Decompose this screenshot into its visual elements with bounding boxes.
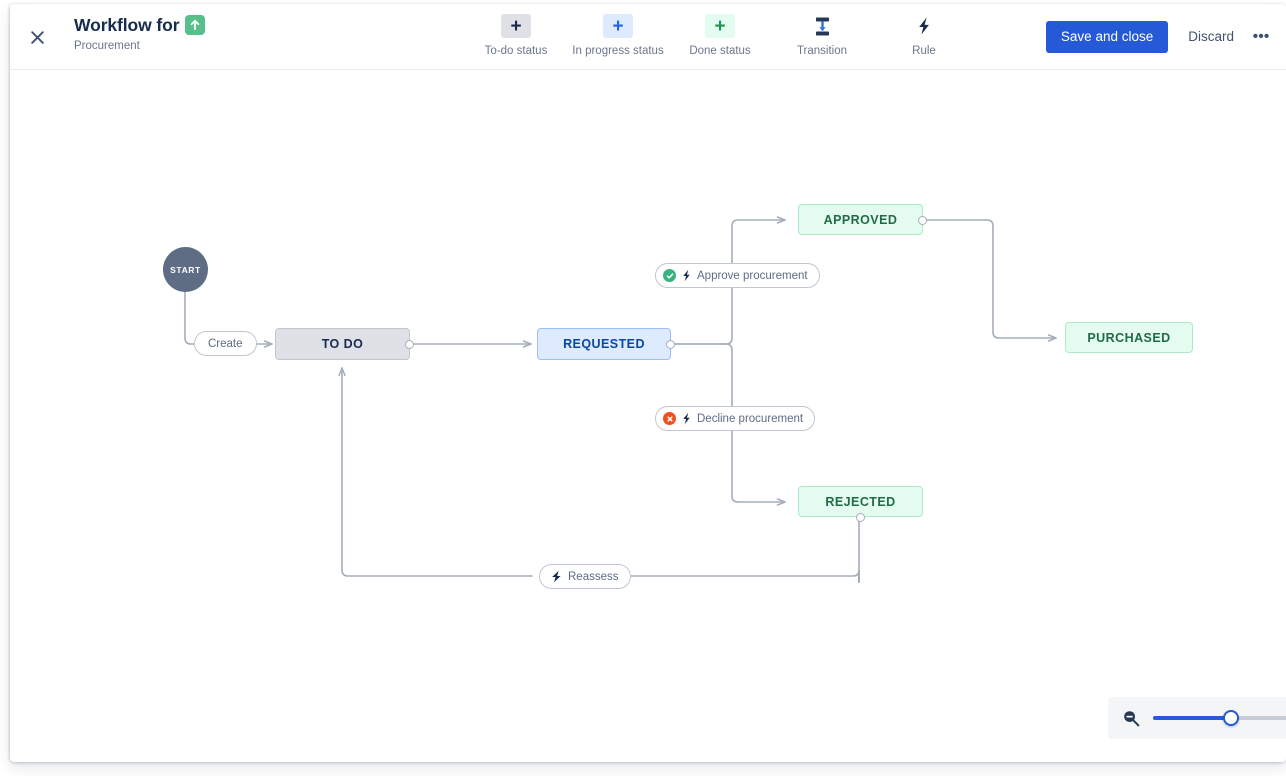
lightning-bolt-icon — [681, 412, 692, 425]
transition-label-reassess[interactable]: Reassess — [539, 564, 631, 589]
edge-start-to-create — [184, 291, 196, 345]
node-port-right[interactable] — [666, 340, 675, 349]
workflow-edges — [184, 216, 1057, 583]
transition-label-text: Approve procurement — [697, 269, 808, 282]
header-actions: Save and close Discard ••• — [1045, 21, 1270, 53]
toolbar-label: Transition — [796, 45, 848, 57]
plus-glyph: + — [612, 15, 624, 37]
toolbar-label: To-do status — [484, 45, 548, 57]
status-success-icon — [663, 269, 676, 282]
node-label: REJECTED — [825, 494, 896, 509]
transition-label-text: Create — [208, 337, 243, 350]
node-port-right[interactable] — [405, 340, 414, 349]
toolbar-label: In progress status — [572, 45, 664, 57]
node-label: REQUESTED — [563, 337, 645, 351]
more-options-icon[interactable]: ••• — [1252, 28, 1270, 45]
zoom-slider[interactable] — [1153, 710, 1286, 726]
node-rejected[interactable]: REJECTED — [798, 486, 923, 522]
edge-reassess-to-todo — [338, 367, 533, 577]
node-label: APPROVED — [823, 212, 898, 227]
plus-glyph: + — [714, 15, 726, 37]
save-and-close-button[interactable]: Save and close — [1045, 21, 1169, 53]
discard-button[interactable]: Discard — [1176, 21, 1246, 53]
edge-approved-to-purchased — [926, 219, 1057, 342]
lightning-bolt-icon — [909, 14, 939, 38]
editor-header: Workflow for Procurement + To-do status … — [10, 4, 1286, 70]
transition-label-text: Reassess — [568, 570, 619, 583]
toolbar-label: Rule — [912, 45, 936, 57]
page-subtitle: Procurement — [74, 40, 140, 52]
toolbar-add-rule[interactable]: Rule — [873, 10, 975, 58]
node-requested[interactable]: REQUESTED — [537, 328, 675, 360]
zoom-control — [1108, 697, 1286, 739]
toolbar-add-inprogress-status[interactable]: + In progress status — [567, 10, 669, 58]
node-approved[interactable]: APPROVED — [798, 204, 927, 235]
plus-icon: + — [705, 14, 735, 38]
node-label: TO DO — [321, 337, 364, 351]
transition-label-decline-procurement[interactable]: Decline procurement — [655, 406, 816, 431]
green-up-arrow-icon — [185, 15, 206, 35]
node-label: START — [170, 264, 201, 275]
plus-icon: + — [603, 14, 633, 38]
edge-rejected-to-reassess — [625, 516, 860, 577]
workflow-editor-window: Workflow for Procurement + To-do status … — [10, 4, 1286, 762]
toolbar-label: Done status — [689, 45, 751, 57]
node-purchased[interactable]: PURCHASED — [1065, 322, 1193, 353]
editor-toolbar: + To-do status + In progress status + Do… — [465, 10, 975, 58]
node-port-bottom[interactable] — [856, 513, 865, 522]
node-label: PURCHASED — [1087, 330, 1171, 345]
lightning-bolt-icon — [681, 269, 692, 282]
close-icon[interactable] — [22, 22, 52, 52]
lightning-bolt-icon — [550, 570, 563, 583]
transition-label-text: Decline procurement — [697, 412, 804, 425]
node-port-right[interactable] — [918, 216, 927, 225]
transition-icon — [807, 14, 837, 38]
magnifier-minus-icon[interactable] — [1122, 709, 1141, 728]
node-todo[interactable]: TO DO — [275, 328, 414, 360]
status-error-icon — [663, 412, 676, 425]
toolbar-add-transition[interactable]: Transition — [771, 10, 873, 58]
title-block: Workflow for Procurement — [74, 14, 206, 53]
zoom-slider-fill — [1153, 716, 1232, 720]
zoom-slider-thumb[interactable] — [1223, 710, 1240, 726]
toolbar-add-todo-status[interactable]: + To-do status — [465, 10, 567, 58]
plus-icon: + — [501, 14, 531, 38]
plus-glyph: + — [510, 15, 522, 37]
node-start[interactable]: START — [163, 247, 208, 292]
toolbar-add-done-status[interactable]: + Done status — [669, 10, 771, 58]
transition-label-approve-procurement[interactable]: Approve procurement — [655, 263, 820, 288]
workflow-canvas[interactable]: START TO DO REQUESTED APPROVED REJECTED … — [10, 70, 1286, 762]
page-title: Workflow for — [74, 15, 180, 35]
transition-label-create[interactable]: Create — [194, 331, 257, 356]
